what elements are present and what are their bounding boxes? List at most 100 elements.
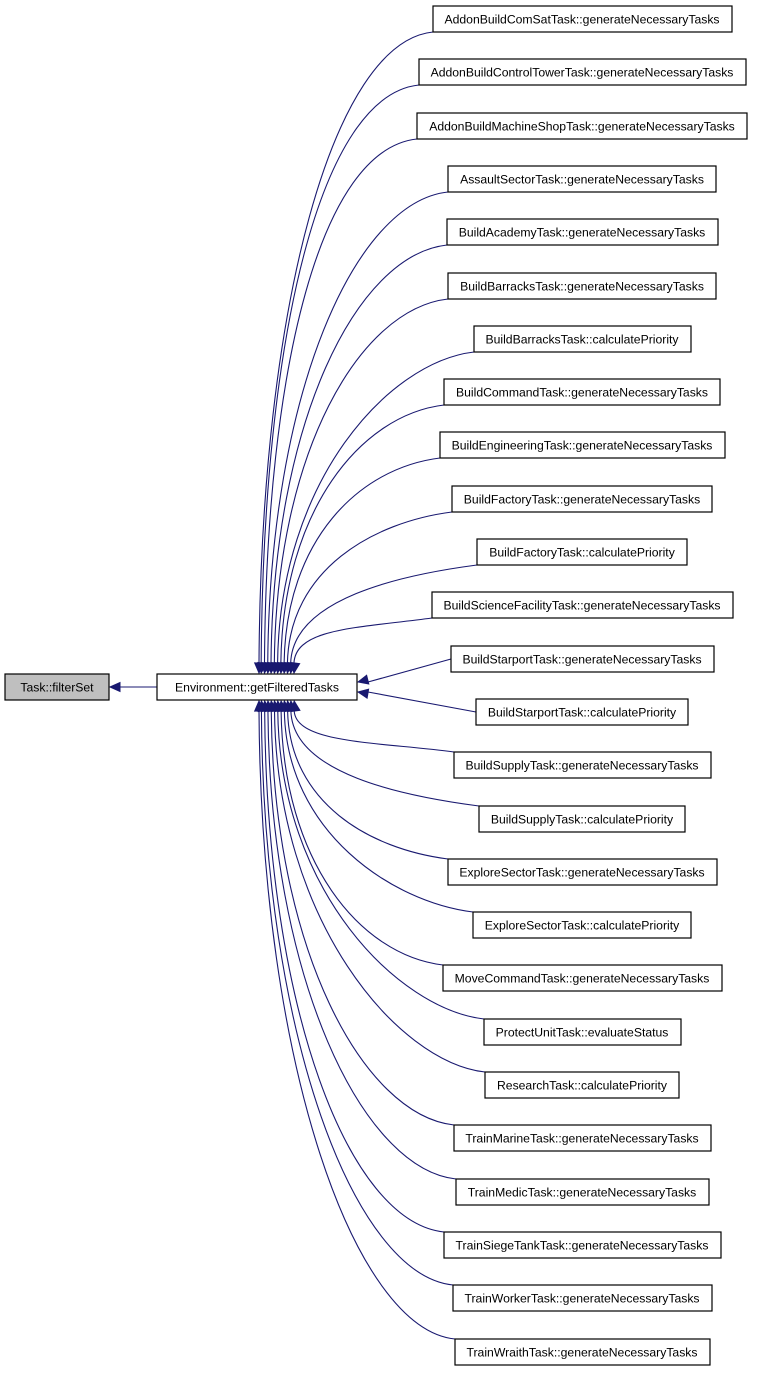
caller-node[interactable]: AddonBuildControlTowerTask::generateNece… xyxy=(418,58,747,86)
caller-node-box[interactable] xyxy=(454,1338,711,1366)
arrowhead-icon xyxy=(108,681,121,693)
caller-node-box[interactable] xyxy=(447,272,717,300)
caller-node[interactable]: BuildFactoryTask::calculatePriority xyxy=(476,538,688,566)
node-hub[interactable]: Environment::getFilteredTasks xyxy=(156,673,358,701)
caller-node-box[interactable] xyxy=(418,58,747,86)
caller-node-box[interactable] xyxy=(472,911,692,939)
hub-node-label: Environment::getFilteredTasks xyxy=(175,681,339,695)
caller-node[interactable]: TrainSiegeTankTask::generateNecessaryTas… xyxy=(443,1231,722,1259)
caller-node-box[interactable] xyxy=(476,538,688,566)
caller-node-box[interactable] xyxy=(439,431,726,459)
call-edge xyxy=(280,710,444,966)
caller-node[interactable]: TrainMedicTask::generateNecessaryTasks xyxy=(455,1178,710,1206)
caller-node-label: AddonBuildMachineShopTask::generateNeces… xyxy=(429,120,735,134)
caller-node[interactable]: BuildBarracksTask::calculatePriority xyxy=(473,325,692,353)
caller-node[interactable]: TrainWraithTask::generateNecessaryTasks xyxy=(454,1338,711,1366)
call-edge xyxy=(283,710,474,913)
caller-node-box[interactable] xyxy=(475,698,689,726)
caller-node[interactable]: MoveCommandTask::generateNecessaryTasks xyxy=(442,964,723,992)
arrowhead-icon xyxy=(253,699,265,712)
call-edge xyxy=(286,511,453,664)
arrowheads-layer xyxy=(108,661,370,713)
caller-node-box[interactable] xyxy=(453,751,712,779)
call-edge xyxy=(260,710,454,1286)
caller-node-label: BuildFactoryTask::calculatePriority xyxy=(489,546,675,560)
caller-node-box[interactable] xyxy=(452,1284,713,1312)
call-edge xyxy=(258,710,456,1340)
caller-node-label: AddonBuildComSatTask::generateNecessaryT… xyxy=(444,13,719,27)
caller-node[interactable]: BuildCommandTask::generateNecessaryTasks xyxy=(443,378,721,406)
call-edge xyxy=(293,710,455,753)
caller-node[interactable]: BuildScienceFacilityTask::generateNecess… xyxy=(431,591,734,619)
caller-node-box[interactable] xyxy=(455,1178,710,1206)
caller-node-box[interactable] xyxy=(447,165,717,193)
caller-node-box[interactable] xyxy=(478,805,686,833)
caller-node-label: BuildCommandTask::generateNecessaryTasks xyxy=(456,386,708,400)
call-edge xyxy=(277,351,475,664)
caller-node-box[interactable] xyxy=(443,378,721,406)
call-edge xyxy=(290,564,478,664)
caller-node-label: AssaultSectorTask::generateNecessaryTask… xyxy=(460,173,704,187)
call-edge xyxy=(287,710,449,860)
call-edge xyxy=(273,298,449,664)
caller-node-label: BuildScienceFacilityTask::generateNecess… xyxy=(443,599,720,613)
caller-node-label: ExploreSectorTask::calculatePriority xyxy=(485,919,680,933)
caller-node[interactable]: BuildStarportTask::generateNecessaryTask… xyxy=(450,645,715,673)
caller-node-label: TrainMedicTask::generateNecessaryTasks xyxy=(468,1186,697,1200)
caller-node-box[interactable] xyxy=(451,485,713,513)
node-root[interactable]: Task::filterSet xyxy=(4,673,110,701)
call-edge xyxy=(267,191,449,664)
call-edge xyxy=(293,617,433,664)
caller-node-box[interactable] xyxy=(416,112,748,140)
caller-node-box[interactable] xyxy=(446,218,719,246)
caller-node-label: TrainSiegeTankTask::generateNecessaryTas… xyxy=(456,1239,709,1253)
caller-node[interactable]: TrainMarineTask::generateNecessaryTasks xyxy=(453,1124,712,1152)
caller-node[interactable]: BuildStarportTask::calculatePriority xyxy=(475,698,689,726)
root-node-box[interactable] xyxy=(4,673,110,701)
caller-node-box[interactable] xyxy=(483,1018,682,1046)
caller-node[interactable]: ProtectUnitTask::evaluateStatus xyxy=(483,1018,682,1046)
caller-node[interactable]: ResearchTask::calculatePriority xyxy=(484,1071,680,1099)
caller-node[interactable]: AssaultSectorTask::generateNecessaryTask… xyxy=(447,165,717,193)
caller-node[interactable]: AddonBuildComSatTask::generateNecessaryT… xyxy=(432,5,733,33)
caller-node[interactable]: TrainWorkerTask::generateNecessaryTasks xyxy=(452,1284,713,1312)
caller-node-box[interactable] xyxy=(484,1071,680,1099)
hub-node-box[interactable] xyxy=(156,673,358,701)
caller-node-box[interactable] xyxy=(442,964,723,992)
caller-node[interactable]: ExploreSectorTask::generateNecessaryTask… xyxy=(447,858,718,886)
caller-node-label: BuildStarportTask::calculatePriority xyxy=(488,706,677,720)
caller-node[interactable]: BuildBarracksTask::generateNecessaryTask… xyxy=(447,272,717,300)
caller-node-box[interactable] xyxy=(450,645,715,673)
caller-node-label: TrainWraithTask::generateNecessaryTasks xyxy=(467,1346,698,1360)
call-edge xyxy=(263,138,418,664)
caller-node-label: BuildFactoryTask::generateNecessaryTasks xyxy=(464,493,700,507)
caller-node-label: BuildAcademyTask::generateNecessaryTasks xyxy=(459,226,706,240)
call-edge xyxy=(270,710,455,1126)
caller-node[interactable]: ExploreSectorTask::calculatePriority xyxy=(472,911,692,939)
edges-layer xyxy=(120,31,486,1340)
caller-node-box[interactable] xyxy=(447,858,718,886)
call-edge xyxy=(367,658,452,683)
call-edge xyxy=(367,691,477,713)
call-edge xyxy=(277,710,485,1020)
caller-node-box[interactable] xyxy=(473,325,692,353)
call-edge xyxy=(283,457,441,664)
caller-node-box[interactable] xyxy=(453,1124,712,1152)
root-node-label: Task::filterSet xyxy=(20,681,94,695)
caller-node-label: BuildSupplyTask::calculatePriority xyxy=(491,813,674,827)
caller-node-box[interactable] xyxy=(443,1231,722,1259)
caller-node-box[interactable] xyxy=(432,5,733,33)
caller-node[interactable]: BuildSupplyTask::calculatePriority xyxy=(478,805,686,833)
caller-node[interactable]: BuildEngineeringTask::generateNecessaryT… xyxy=(439,431,726,459)
caller-node[interactable]: BuildFactoryTask::generateNecessaryTasks xyxy=(451,485,713,513)
caller-node-box[interactable] xyxy=(431,591,734,619)
caller-node[interactable]: AddonBuildMachineShopTask::generateNeces… xyxy=(416,112,748,140)
caller-node-label: ProtectUnitTask::evaluateStatus xyxy=(496,1026,669,1040)
call-edge xyxy=(260,84,420,664)
caller-node[interactable]: BuildSupplyTask::generateNecessaryTasks xyxy=(453,751,712,779)
caller-node-label: BuildStarportTask::generateNecessaryTask… xyxy=(462,653,701,667)
caller-node-label: ResearchTask::calculatePriority xyxy=(497,1079,668,1093)
caller-node[interactable]: BuildAcademyTask::generateNecessaryTasks xyxy=(446,218,719,246)
call-edge xyxy=(258,31,434,664)
